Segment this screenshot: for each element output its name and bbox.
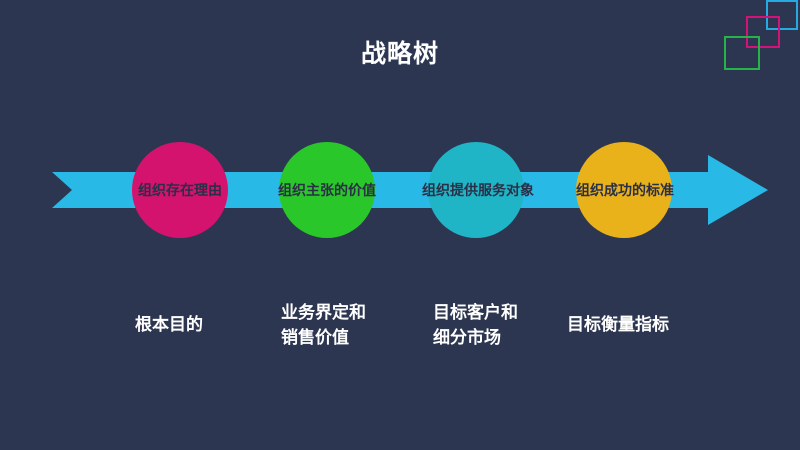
step-3-description-line: 细分市场 [433, 328, 501, 348]
step-2-circle [279, 142, 375, 238]
step-3-label: 组织提供服务对象 [422, 183, 534, 199]
step-2-label: 组织主张的价值 [278, 183, 376, 199]
step-4-description-line: 目标衡量指标 [567, 315, 669, 335]
decor-square-blue [766, 0, 798, 30]
step-2-description: 业务界定和 销售价值 [281, 301, 366, 351]
step-4-description: 目标衡量指标 [567, 313, 669, 338]
decor-square-green [724, 36, 760, 70]
step-2-description-line: 业务界定和 [281, 303, 366, 323]
decor-square-pink [746, 16, 780, 48]
step-2-description-line: 销售价值 [281, 328, 349, 348]
step-3-circle [428, 142, 524, 238]
step-4-circle [576, 142, 672, 238]
step-1-description: 根本目的 [135, 313, 203, 338]
step-3-description: 目标客户和 细分市场 [433, 301, 518, 351]
step-1-circle [132, 142, 228, 238]
step-1-description-line: 根本目的 [135, 315, 203, 335]
step-1-label: 组织存在理由 [138, 183, 222, 199]
step-4-label: 组织成功的标准 [576, 183, 674, 199]
page-title: 战略树 [360, 39, 439, 68]
step-3-description-line: 目标客户和 [433, 303, 518, 323]
